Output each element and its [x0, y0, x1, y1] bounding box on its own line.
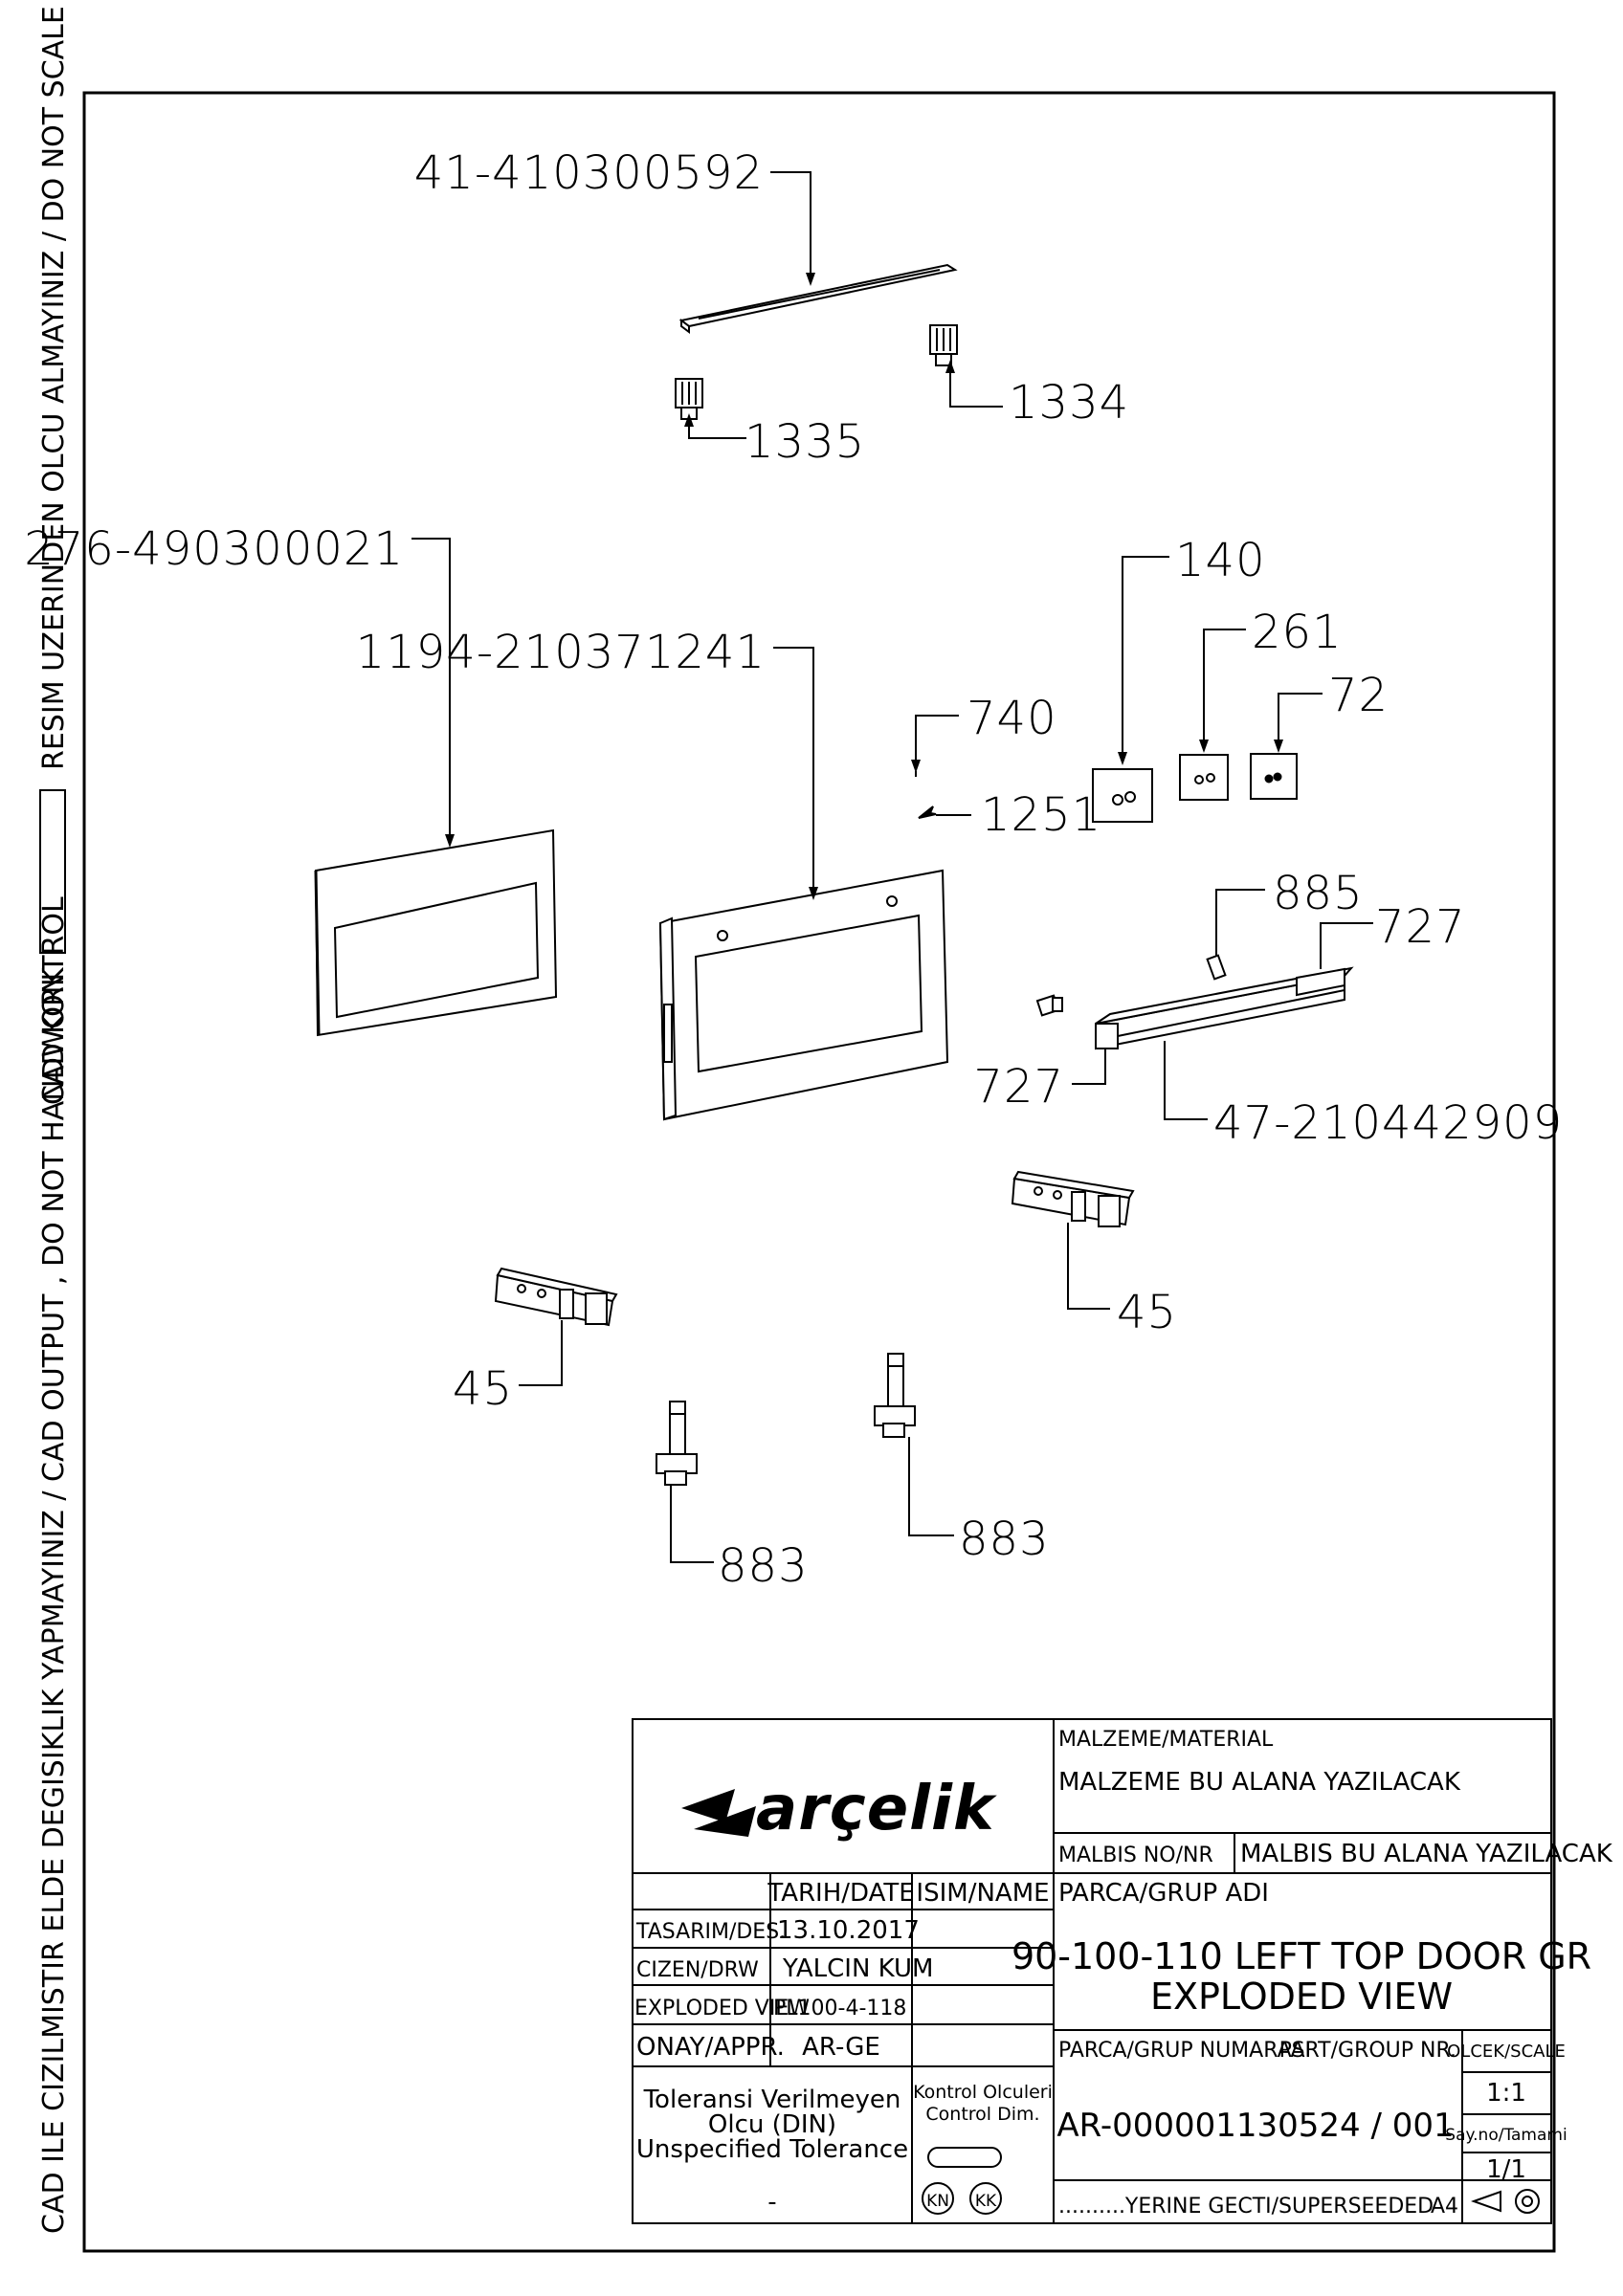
label-hinge-left-45: 45: [453, 1362, 513, 1416]
label-handle-pin-885: 885: [1273, 867, 1364, 920]
handle-cap-727: [1035, 994, 1063, 1017]
sheet-label: Say.no/Tamami: [1445, 2126, 1567, 2145]
label-knob-1335: 1335: [745, 415, 865, 469]
label-door-panel: 1194-210371241: [356, 626, 766, 679]
leader-arrows: [445, 273, 1283, 900]
scale-label: OLCEK/SCALE: [1447, 2042, 1566, 2062]
row-value-design: 13.10.2017: [777, 1916, 920, 1945]
malbis-value: MALBIS BU ALANA YAZILACAK: [1240, 1840, 1613, 1868]
title-block: arçelik MALZEME/MATERIAL MALZEME BU ALAN…: [632, 1718, 1613, 2224]
label-handle-cap-727-right: 727: [1375, 900, 1466, 954]
cad-kontrol-box: [39, 789, 66, 954]
hinge-pin-left: [656, 1401, 698, 1486]
malbis-label: MALBIS NO/NR: [1058, 1843, 1213, 1867]
tolerance-line1: Toleransi Verilmeyen: [643, 2086, 901, 2114]
group-number-value: AR-000001130524 / 001: [1056, 2107, 1454, 2145]
arcelik-logo-text: arçelik: [756, 1774, 997, 1844]
label-handle-cap-727-left: 727: [973, 1060, 1064, 1114]
label-screw-1251: 1251: [981, 788, 1101, 842]
group-number-label: PARCA/GRUP NUMARASI: [1058, 2039, 1311, 2063]
knob-right: [929, 324, 958, 366]
column-name: ISIM/NAME: [916, 1879, 1049, 1908]
material-label: MALZEME/MATERIAL: [1058, 1728, 1274, 1752]
label-plate-261: 261: [1252, 606, 1343, 659]
group-name-line2: EXPLODED VIEW: [1150, 1976, 1453, 2018]
row-value-exploded-view: PL100-4-118: [773, 1997, 906, 2020]
plate-140: [1092, 768, 1153, 823]
control-line2: Control Dim.: [925, 2104, 1039, 2125]
row-label-drawn: CIZEN/DRW: [636, 1958, 759, 1982]
leader-lines: [411, 171, 1373, 1563]
paper-size: A4: [1431, 2195, 1458, 2219]
sheet-value: 1/1: [1486, 2155, 1526, 2184]
label-hinge-pin-883-left: 883: [718, 1539, 809, 1593]
control-line1: Kontrol Olculeri: [913, 2082, 1053, 2103]
material-value: MALZEME BU ALANA YAZILACAK: [1058, 1768, 1461, 1797]
control-kk: KK: [975, 2192, 997, 2211]
label-handle: 47-210442909: [1213, 1096, 1563, 1150]
drawing-border: [82, 91, 1556, 2253]
parts: [314, 263, 1354, 1486]
row-label-exploded-view: EXPLODED VIEW: [634, 1997, 810, 2020]
scale-value: 1:1: [1486, 2079, 1526, 2108]
plate-261: [1179, 754, 1229, 801]
door-panel: [658, 869, 949, 1121]
group-name-label: PARCA/GRUP ADI: [1058, 1879, 1269, 1908]
handle: [1095, 966, 1354, 1050]
label-outer-glass: 276-490300021: [24, 522, 404, 576]
group-name-line1: 90-100-110 LEFT TOP DOOR GR: [1012, 1935, 1591, 1977]
part-group-label: PART/GROUP NR.: [1279, 2039, 1456, 2063]
handle-pin-885: [1206, 942, 1227, 981]
arcelik-logo-mark: [681, 1789, 756, 1837]
control-kn: KN: [926, 2192, 949, 2211]
knob-left: [675, 378, 703, 420]
plate-72: [1250, 753, 1298, 800]
column-date: TARIH/DATE: [767, 1879, 914, 1908]
row-label-approval: ONAY/APPR.: [636, 2033, 785, 2062]
label-plate-72: 72: [1328, 669, 1389, 722]
label-hinge-right-45: 45: [1117, 1286, 1177, 1339]
screw-1251: [918, 806, 937, 819]
side-notes: CAD KONTROL RESIM UZERINDEN OLCU ALMAYIN…: [37, 6, 71, 2234]
hinge-pin-right: [874, 1353, 916, 1438]
arcelik-logo: arçelik: [681, 1774, 997, 1844]
superseded-label: ..........YERINE GECTI/SUPERSEEDED: [1058, 2195, 1434, 2219]
side-note-do-not-scale: RESIM UZERINDEN OLCU ALMAYINIZ / DO NOT …: [37, 6, 71, 770]
row-value-drawn: YALCIN KUM: [782, 1954, 934, 1983]
label-hinge-pin-883-right: 883: [959, 1512, 1050, 1566]
hinge-right: [1011, 1170, 1135, 1227]
row-label-design: TASARIM/DES.: [635, 1920, 786, 1944]
row-value-approval: AR-GE: [802, 2033, 880, 2062]
label-knob-1334: 1334: [1009, 376, 1129, 430]
label-screw-740: 740: [967, 692, 1057, 745]
hinge-left: [494, 1267, 618, 1327]
tolerance-line2: Olcu (DIN): [708, 2110, 836, 2139]
label-plate-140: 140: [1175, 534, 1266, 587]
callout-labels: 41-410300592 1334 1335 276-490300021 119…: [24, 146, 1563, 1593]
label-top-rail: 41-410300592: [414, 146, 764, 200]
side-note-do-not-handwork: CAD ILE CIZILMISTIR ELDE DEGISIKLIK YAPM…: [37, 966, 71, 2234]
outer-glass-panel: [314, 828, 558, 1037]
tolerance-line3: Unspecified Tolerance: [636, 2135, 908, 2164]
top-rail: [678, 263, 958, 334]
tolerance-value: -: [767, 2188, 776, 2217]
